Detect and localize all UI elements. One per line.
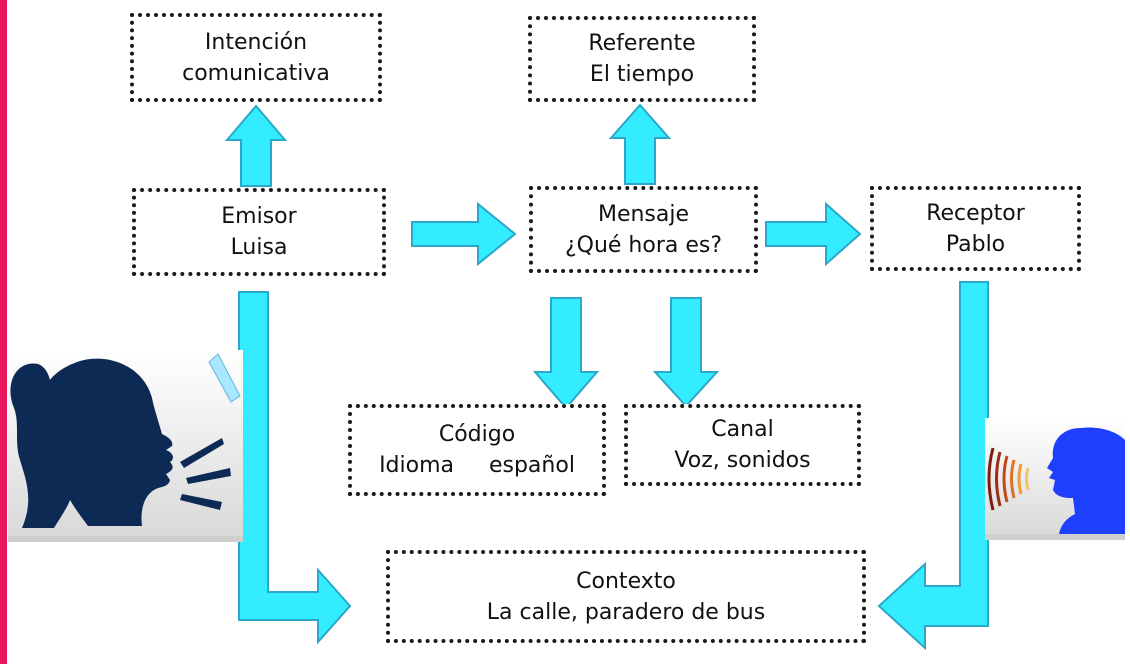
- node-referente-value: El tiempo: [589, 62, 695, 87]
- node-codigo-title: Código: [438, 422, 516, 447]
- node-emisor-title: Emisor: [221, 204, 297, 229]
- node-canal-value: Voz, sonidos: [674, 448, 811, 473]
- arrow-mensaje-to-referente: [608, 103, 672, 185]
- node-receptor-title: Receptor: [926, 200, 1025, 226]
- node-canal-title: Canal: [711, 417, 774, 442]
- arrow-mensaje-to-codigo: [532, 297, 600, 410]
- node-contexto-title: Contexto: [576, 568, 676, 594]
- node-intencion-comunicativa: Intención comunicativa: [130, 13, 382, 102]
- node-referente: Referente El tiempo: [528, 16, 756, 102]
- node-contexto: Contexto La calle, paradero de bus: [386, 550, 866, 643]
- node-receptor: Receptor Pablo: [870, 186, 1081, 271]
- arrow-mensaje-to-canal: [652, 297, 720, 408]
- node-emisor-value: Luisa: [230, 235, 288, 260]
- arrow-mensaje-to-receptor: [765, 201, 862, 267]
- node-mensaje: Mensaje ¿Qué hora es?: [529, 186, 758, 273]
- node-mensaje-value: ¿Qué hora es?: [564, 232, 723, 258]
- node-mensaje-title: Mensaje: [597, 201, 690, 227]
- node-referente-title: Referente: [588, 31, 696, 56]
- node-emisor: Emisor Luisa: [132, 188, 386, 276]
- arrow-emisor-to-mensaje: [411, 201, 517, 267]
- left-accent-bar: [0, 0, 7, 664]
- arrow-emisor-to-contexto: [238, 291, 352, 645]
- arrow-emisor-to-intencion: [224, 104, 288, 187]
- node-receptor-value: Pablo: [945, 231, 1006, 257]
- man-listening-icon: [985, 418, 1125, 540]
- node-contexto-value: La calle, paradero de bus: [486, 599, 766, 625]
- node-intencion-value: comunicativa: [182, 60, 330, 86]
- node-codigo: Código Idioma español: [348, 404, 606, 496]
- node-codigo-value: Idioma español: [379, 453, 575, 478]
- arrow-receptor-to-contexto: [877, 281, 989, 651]
- node-canal: Canal Voz, sonidos: [624, 404, 861, 486]
- node-intencion-title: Intención: [204, 29, 308, 55]
- woman-speaking-icon: [8, 350, 243, 542]
